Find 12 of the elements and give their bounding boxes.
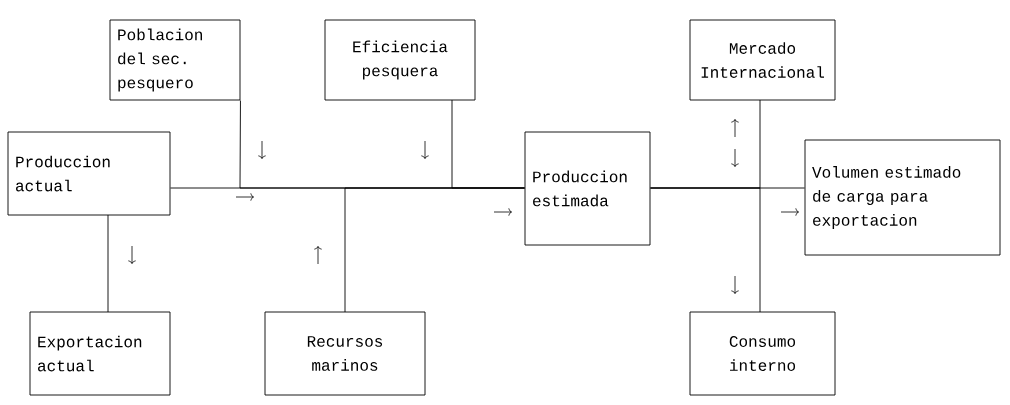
connector-line xyxy=(344,187,525,313)
process-box: Poblacion del sec. pesquero xyxy=(109,19,241,101)
process-box: Volumen estimado de carga para exportacion xyxy=(804,139,1001,256)
process-box: Consumo interno xyxy=(689,311,836,396)
connector-line xyxy=(650,187,761,313)
process-box: Produccion estimada xyxy=(524,131,651,246)
connector-line xyxy=(107,214,109,313)
process-box: Recursos marinos xyxy=(264,311,426,396)
process-box: Produccion actual xyxy=(7,131,171,216)
process-box: Exportacion actual xyxy=(29,311,171,396)
process-box: Eficiencia pesquera xyxy=(324,19,476,101)
process-box: Mercado Internacional xyxy=(689,19,836,101)
